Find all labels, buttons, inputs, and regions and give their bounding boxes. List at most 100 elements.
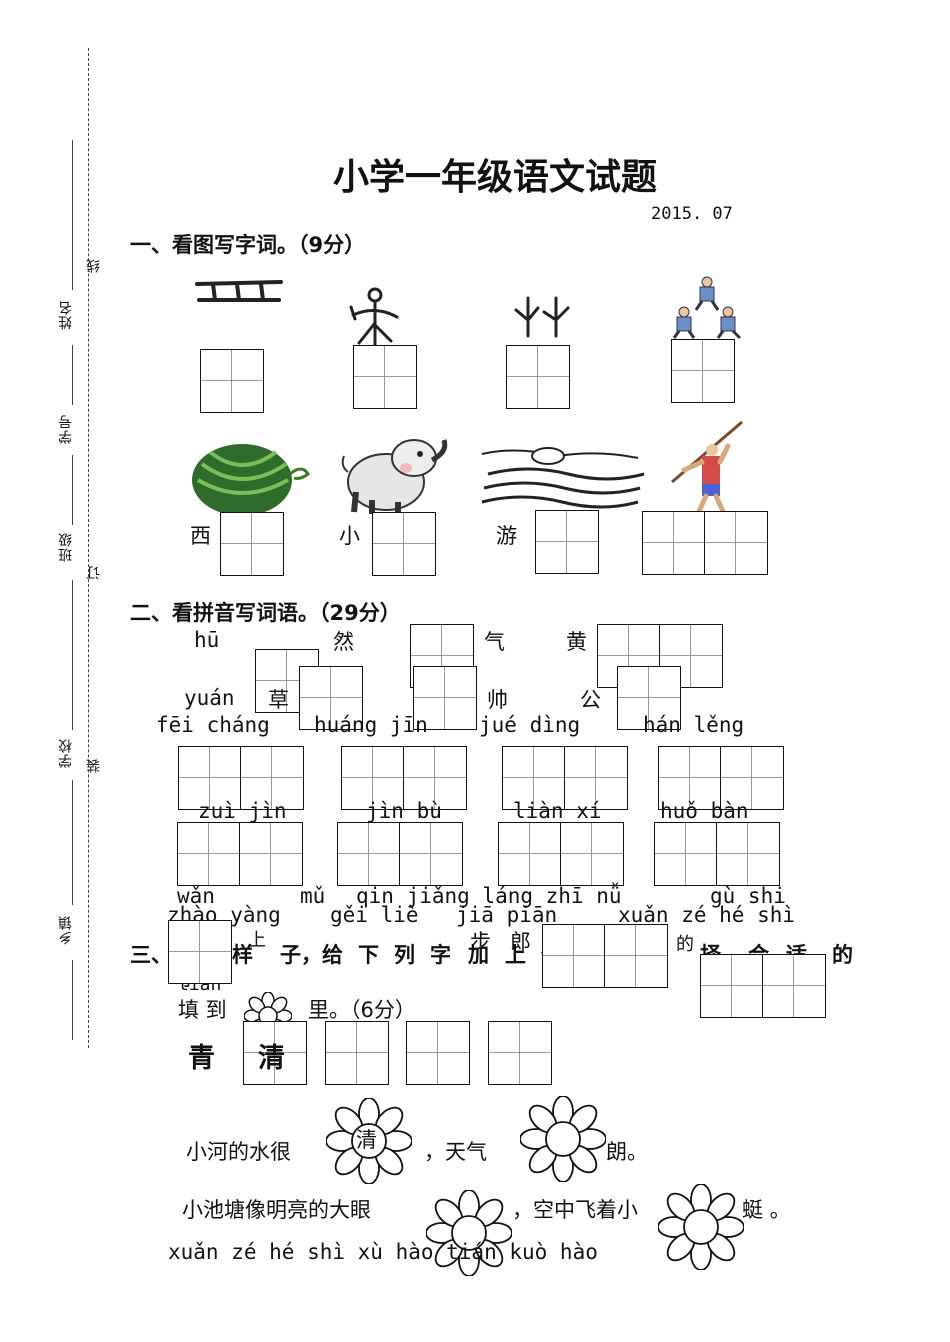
answer-box[interactable] (720, 746, 784, 810)
example-qing-water: 清 (258, 1043, 285, 1074)
answer-box[interactable] (604, 924, 668, 988)
char-shuai: 帅 (487, 688, 508, 712)
student-no-blank (72, 455, 73, 525)
school-label: 学校 (58, 738, 74, 768)
pinyin-hanleng: hán lěng (643, 713, 745, 737)
answer-box[interactable] (168, 920, 232, 984)
answer-box[interactable] (325, 1021, 389, 1085)
pinyin-qinjiang: qin jiǎng láng zhī nǚ (356, 884, 622, 908)
char-qi: 气 (484, 630, 505, 654)
answer-box[interactable] (341, 746, 405, 810)
pictograph-person (349, 287, 399, 347)
answer-box[interactable] (564, 746, 628, 810)
answer-box[interactable] (200, 349, 264, 413)
answer-box[interactable] (617, 666, 681, 730)
char-huang: 黄 (566, 630, 587, 654)
answer-box[interactable] (502, 746, 566, 810)
flower-answer-icon[interactable] (426, 1190, 512, 1276)
flower-answer-icon[interactable] (520, 1096, 606, 1182)
answer-box[interactable] (716, 822, 780, 886)
char-gong: 公 (580, 688, 601, 712)
answer-box[interactable] (403, 746, 467, 810)
sentence2-middle: ，空中飞着小 (512, 1198, 638, 1222)
overlap-shang: 上 (248, 930, 266, 951)
pictograph-crowd (672, 276, 742, 340)
char-cao: 草 (268, 688, 289, 712)
answer-box[interactable] (399, 822, 463, 886)
answer-box[interactable] (704, 511, 768, 575)
pinyin-mu: mǔ (300, 884, 326, 908)
answer-box[interactable] (560, 822, 624, 886)
overlap-bu: 步 (470, 930, 491, 954)
class-blank (72, 580, 73, 730)
bind-marker: 装 (86, 758, 102, 773)
binding-dashed-line (88, 48, 89, 1048)
pinyin-xuanze: xuǎn zé hé shì (618, 903, 796, 927)
flower-answer-icon[interactable] (326, 1098, 412, 1184)
pinyin-feichang: fēi cháng (156, 713, 270, 737)
pinyin-gushi: gù shi (710, 884, 786, 908)
pinyin-hu: hū (194, 628, 220, 652)
pinyin-huangjin: huáng jīn (314, 713, 428, 737)
pinyin-jinbu: jìn bù (366, 799, 442, 823)
answer-box[interactable] (488, 1021, 552, 1085)
answer-box[interactable] (177, 822, 241, 886)
sentence1-end: 朗。 (606, 1140, 648, 1164)
pinyin-wan: wǎn (177, 884, 215, 908)
answer-box[interactable] (178, 746, 242, 810)
pinyin-zuijin: zuì jìn (198, 799, 287, 823)
label-xi: 西 (190, 524, 211, 548)
section1-heading: 一、看图写字词。（9分） (130, 233, 366, 257)
label-you: 游 (496, 524, 517, 548)
answer-box[interactable] (762, 954, 826, 1018)
pinyin-lianxi: liàn xí (513, 799, 602, 823)
answer-box[interactable] (220, 512, 284, 576)
section3-heading-char: 字 (430, 943, 451, 967)
class-label: 班级 (58, 532, 74, 562)
flower-char-qing: 清 (356, 1128, 377, 1152)
line-marker: 线 (86, 258, 102, 273)
answer-box[interactable] (413, 666, 477, 730)
sentence1-middle: ，天气 (424, 1140, 487, 1164)
name-blank-lower (72, 345, 73, 405)
section3-points: 里。（6分） (308, 998, 416, 1022)
answer-box[interactable] (299, 666, 363, 730)
answer-box[interactable] (353, 345, 417, 409)
exam-date: 2015. 07 (651, 204, 733, 224)
answer-box[interactable] (406, 1021, 470, 1085)
answer-box[interactable] (700, 954, 764, 1018)
school-blank (72, 780, 73, 905)
section3-heading-char: 上 (505, 943, 526, 967)
section3-heading-char: 子，给 (280, 943, 343, 967)
example-qing: 青 (188, 1043, 215, 1074)
answer-box[interactable] (654, 822, 718, 886)
answer-box[interactable] (542, 924, 606, 988)
bottom-pinyin-line: xuǎn zé hé shì xù hào tián kuò hào (168, 1240, 598, 1264)
sentence2-start: 小池塘像明亮的大眼 (182, 1198, 371, 1222)
answer-box[interactable] (642, 511, 706, 575)
pinyin-yuan: yuán (184, 686, 235, 710)
name-label: 姓名 (58, 300, 74, 330)
answer-box[interactable] (239, 822, 303, 886)
town-blank (72, 960, 73, 1040)
answer-box[interactable] (535, 510, 599, 574)
page-title: 小学一年级语文试题 (332, 157, 657, 198)
answer-box[interactable] (337, 822, 401, 886)
section3-heading-char: 下 (358, 943, 379, 967)
answer-box[interactable] (658, 746, 722, 810)
pinyin-huoban: huǒ bàn (660, 799, 749, 823)
answer-box[interactable] (671, 339, 735, 403)
pinyin-jiapian: jiā piān (456, 903, 558, 927)
section3-heading-char: 样 (232, 943, 253, 967)
sentence1-start: 小河的水很 (186, 1140, 291, 1164)
section3-heading-char: 加 (468, 943, 489, 967)
answer-box[interactable] (372, 512, 436, 576)
overlap-lang: 郎 (510, 930, 531, 954)
answer-box[interactable] (240, 746, 304, 810)
section3-heading-char: 列 (394, 943, 415, 967)
char-ran: 然 (333, 630, 354, 654)
flower-answer-icon[interactable] (658, 1184, 744, 1270)
answer-box[interactable] (243, 1021, 307, 1085)
answer-box[interactable] (506, 345, 570, 409)
answer-box[interactable] (498, 822, 562, 886)
